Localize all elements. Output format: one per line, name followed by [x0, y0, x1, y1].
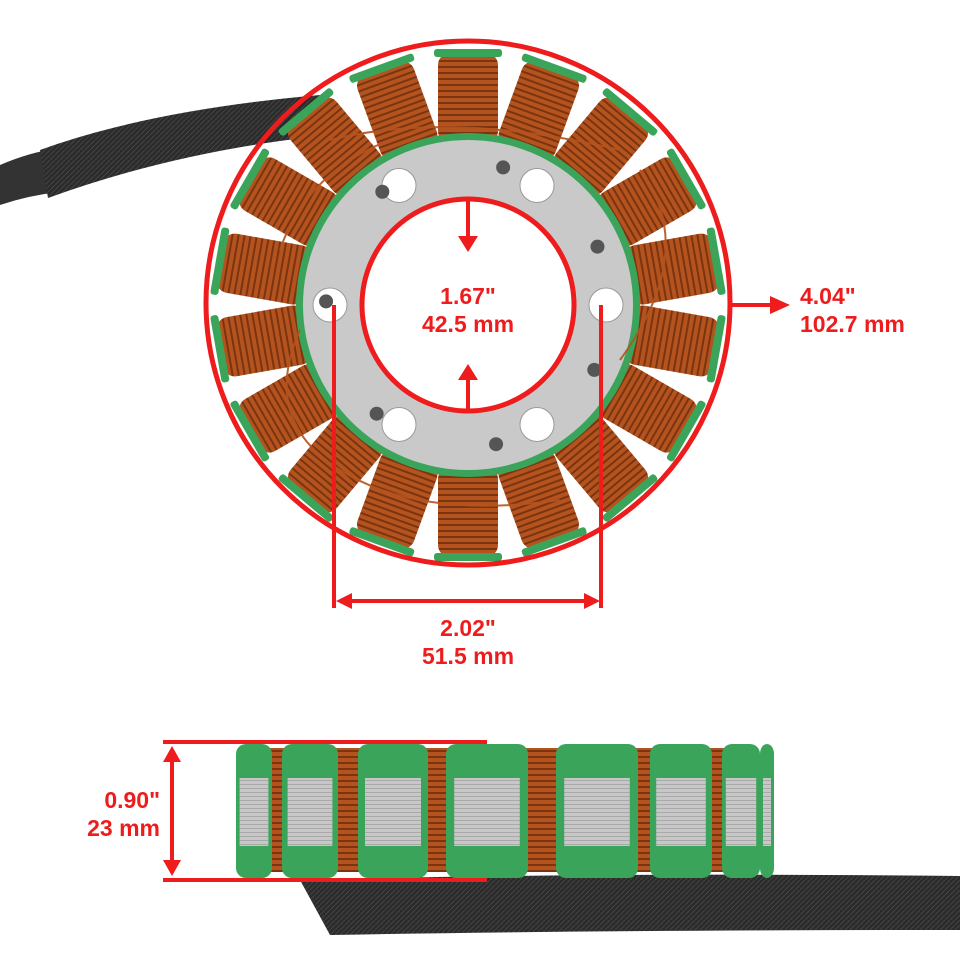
dimension-graphics — [203, 38, 790, 609]
arrow-down-icon — [458, 236, 478, 252]
center-bore — [362, 199, 574, 411]
arrow-up-icon — [458, 364, 478, 380]
bolt-spacing-mm: 51.5 mm — [421, 643, 515, 669]
outer-diameter-mm: 102.7 mm — [800, 311, 905, 337]
cable-top — [0, 95, 330, 205]
inner-diameter-mm: 42.5 mm — [421, 311, 515, 337]
bolt-spacing-label: 2.02" 51.5 mm — [400, 614, 536, 670]
arrow-right-icon — [584, 593, 600, 609]
stator-side-view — [163, 740, 960, 935]
arrow-right-icon — [770, 296, 790, 314]
loose-wires — [279, 126, 667, 507]
stator-poles — [210, 49, 726, 561]
arrow-left-icon — [336, 593, 352, 609]
cable-side — [300, 874, 960, 935]
outer-diameter-label: 4.04" 102.7 mm — [800, 282, 905, 338]
inner-diameter-label: 1.67" 42.5 mm — [400, 282, 536, 338]
inner-diameter-inch: 1.67" — [440, 283, 496, 309]
bolt-spacing-inch: 2.02" — [440, 615, 496, 641]
height-inch: 0.90" — [104, 787, 160, 813]
arrow-up-icon — [163, 746, 181, 762]
height-label: 0.90" 23 mm — [60, 786, 160, 842]
height-mm: 23 mm — [87, 815, 160, 841]
outer-diameter-inch: 4.04" — [800, 283, 856, 309]
mounting-holes — [312, 160, 624, 452]
arrow-down-icon — [163, 860, 181, 876]
